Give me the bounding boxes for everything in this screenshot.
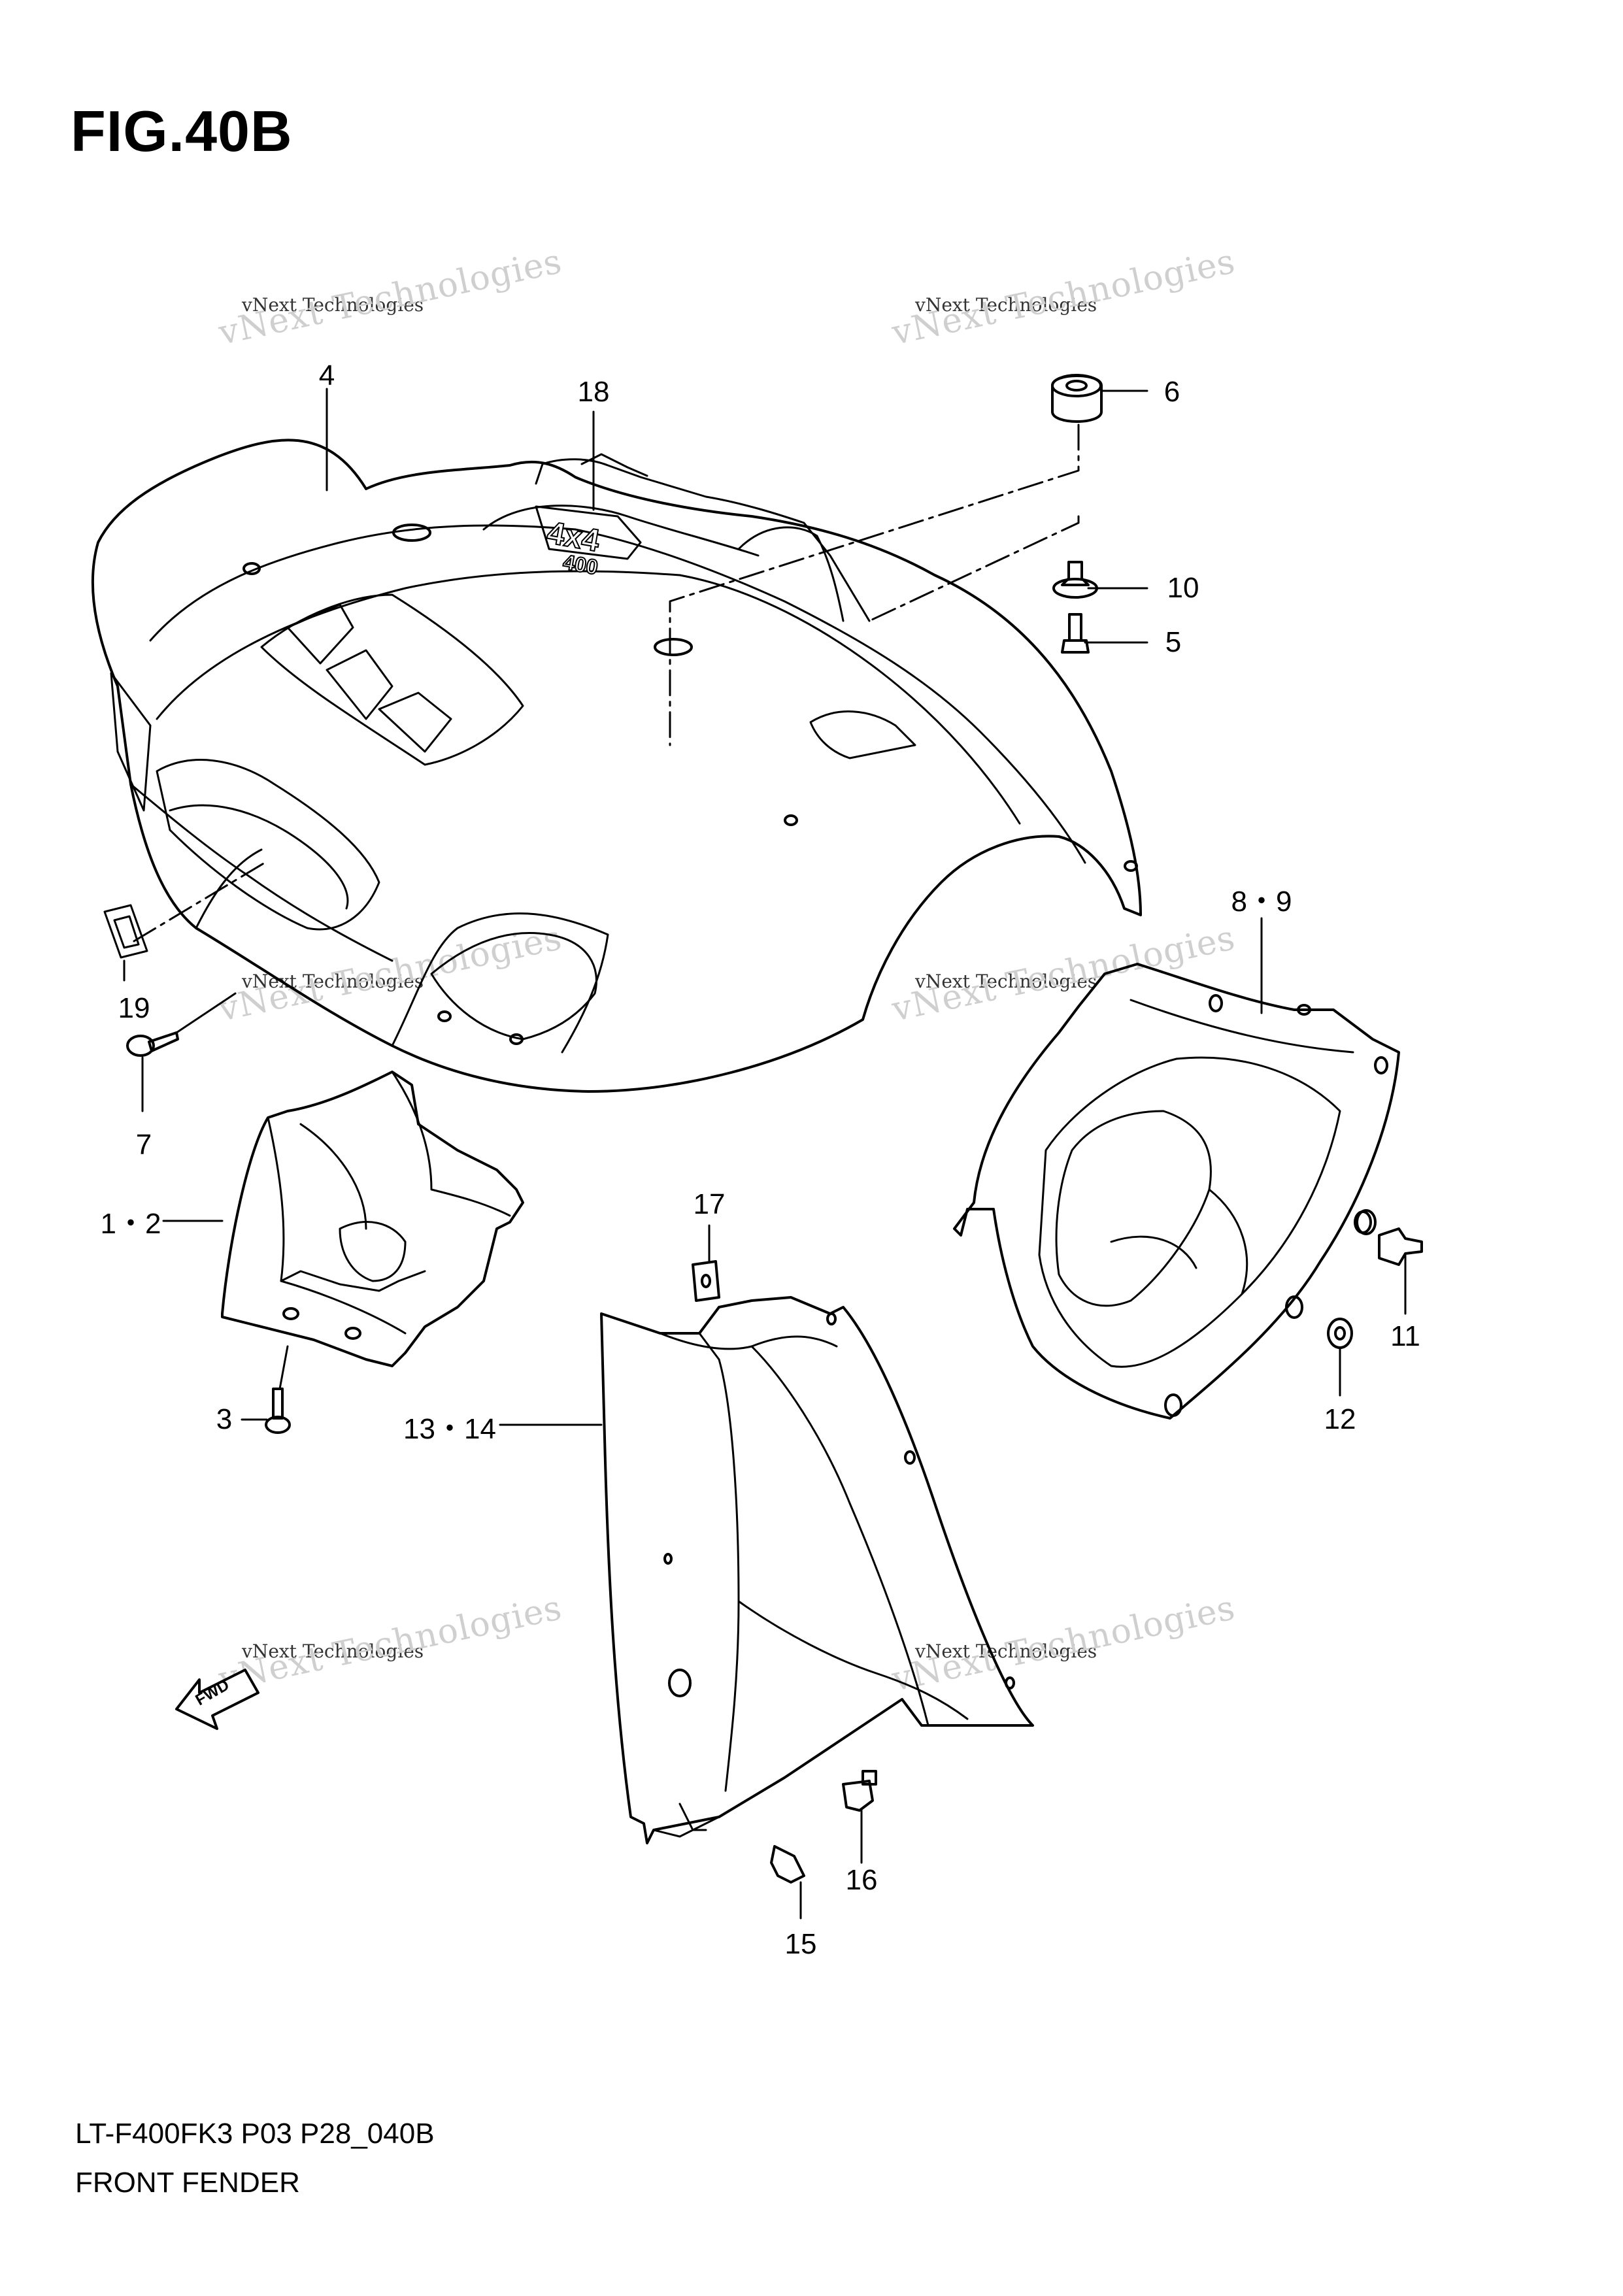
figure-name: FRONT FENDER: [75, 2167, 300, 2199]
inner-fender-13-14: [600, 1296, 1034, 1844]
front-fender-body: [92, 439, 1142, 1093]
watermark-small: vNext Technologies: [915, 1640, 1097, 1662]
watermark: vNext Technologies vNext Technologies: [216, 242, 565, 353]
watermark-small: vNext Technologies: [242, 1640, 424, 1662]
callout-15: 15: [784, 1928, 817, 1960]
callout-3: 3: [216, 1403, 233, 1435]
callout-6: 6: [1163, 376, 1180, 408]
callout-5: 5: [1165, 626, 1182, 658]
rivet-11: [1378, 1227, 1423, 1266]
callout-7: 7: [135, 1129, 152, 1161]
callout-10: 10: [1167, 572, 1199, 604]
callout-12: 12: [1324, 1403, 1356, 1435]
side-shield-8-9: [953, 963, 1400, 1420]
collar-10: [1052, 561, 1098, 599]
watermark: vNext Technologies vNext Technologies: [216, 1588, 565, 1699]
inner-bracket-1-2: [221, 1071, 524, 1367]
rivet-16: [842, 1770, 877, 1812]
figure-title: FIG.40B: [71, 99, 293, 163]
rivet-15: [770, 1845, 805, 1884]
callout-19: 19: [118, 992, 150, 1024]
fwd-arrow: FWD: [175, 1669, 259, 1730]
badge-bottom-text: 400: [561, 550, 600, 579]
callout-1-2: 1・2: [100, 1208, 161, 1240]
washer-12: [1327, 1318, 1353, 1349]
front-emblem: [103, 904, 148, 959]
watermark: vNext Technologies vNext Technologies: [889, 918, 1239, 1029]
callout-13-14: 13・14: [403, 1413, 496, 1445]
watermark-small: vNext Technologies: [915, 294, 1097, 316]
bolt-5: [1061, 613, 1090, 654]
clip-17: [692, 1260, 720, 1302]
watermark: vNext Technologies vNext Technologies: [889, 1588, 1239, 1699]
screw-7: [126, 1031, 179, 1057]
callout-11: 11: [1390, 1320, 1420, 1352]
4x4-badge-decal: 4x4 400: [535, 505, 642, 580]
watermark: vNext Technologies vNext Technologies: [889, 242, 1239, 353]
callout-17: 17: [693, 1188, 726, 1220]
callout-16: 16: [845, 1864, 878, 1896]
watermark-small: vNext Technologies: [915, 971, 1097, 992]
grommet-6: [1051, 374, 1103, 423]
screw-3: [265, 1388, 291, 1434]
callout-4: 4: [318, 359, 335, 391]
callout-8-9: 8・9: [1231, 886, 1292, 918]
watermark-small: vNext Technologies: [242, 294, 424, 316]
model-code: LT-F400FK3 P03 P28_040B: [75, 2118, 435, 2150]
callout-18: 18: [577, 376, 610, 408]
